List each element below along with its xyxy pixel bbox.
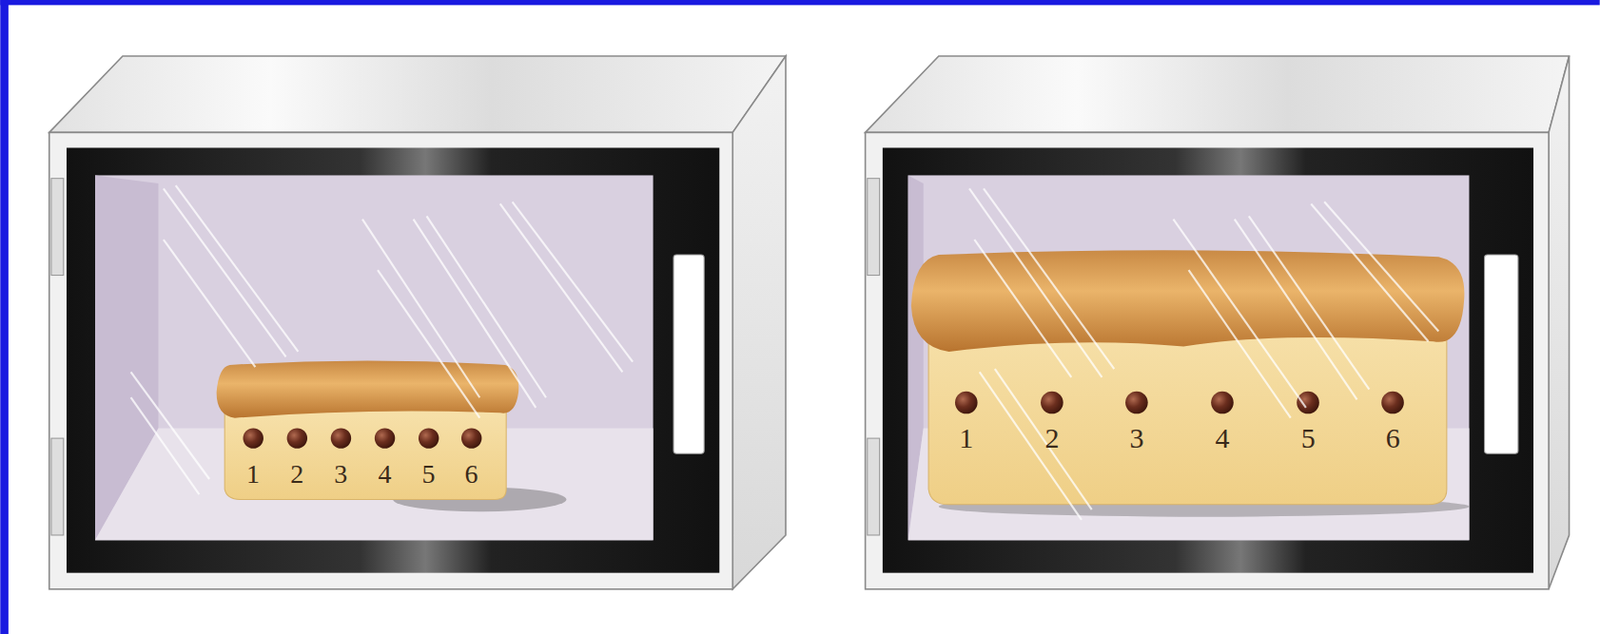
glass-streak [377,270,480,418]
raisin [1381,391,1405,415]
callout-number: 1 [958,424,974,453]
glass-streak [979,371,1082,520]
callout-number: 1 [246,461,260,488]
door-handle [1484,254,1519,454]
door-frame [882,147,1534,573]
hinge [51,178,64,276]
blue-border [0,0,1600,5]
raisin [1125,391,1149,415]
glass-streak [995,369,1093,510]
callout-number: 3 [1129,424,1144,453]
glass-streak [163,188,287,357]
loaf-body [224,403,507,501]
oven-interior [908,175,1470,541]
raisin [242,428,263,449]
glass-streak [1310,203,1428,342]
oven-top [49,56,786,133]
raisin [1296,391,1320,415]
callout-number: 4 [1215,424,1230,453]
oven-left [49,56,786,590]
hinge [867,438,880,536]
glass-streak [969,188,1102,377]
raisin [1210,391,1234,415]
glass-streak [413,219,537,409]
hinge [51,438,64,536]
door-frame [66,147,720,573]
callout-number: 6 [1385,424,1401,453]
raisin [461,428,482,449]
glass-streak [974,239,1072,378]
hinge [867,178,880,276]
oven-top [865,56,1570,133]
raisins [242,428,482,449]
glass-streak [175,185,299,352]
blue-border [0,0,9,634]
raisin [287,428,308,449]
oven-interior [95,175,654,541]
glass-streak [1248,215,1370,390]
oven-side [732,56,786,590]
glass-streak [131,397,200,495]
glass-streak [1189,270,1291,418]
glass-reflection [969,188,1439,521]
raisin [418,428,439,449]
callout-number: 2 [1044,424,1059,453]
oven-front [865,132,1549,589]
glass-streak [1172,219,1306,409]
raisin [955,391,978,415]
glass-streak [512,201,634,362]
glass-streak [131,371,211,480]
glass-streak [500,203,624,372]
oven-right [865,56,1570,590]
glass-streak [1324,201,1439,332]
callout-number: 6 [465,461,479,488]
glass-reflection [131,185,634,495]
callout-number: 5 [1301,424,1316,453]
raisin [374,428,395,449]
raisin [1040,391,1064,415]
glass-streak [163,239,256,368]
callout-number: 5 [422,461,436,488]
callout-number: 3 [333,461,348,488]
callout-number: 2 [290,461,304,488]
callout-number: 4 [377,461,391,488]
oven-side [1548,56,1569,590]
glass-streak [1234,219,1358,401]
door-handle [673,254,704,454]
glass-streak [362,219,480,399]
raisin [331,428,352,449]
oven-front [49,132,733,589]
